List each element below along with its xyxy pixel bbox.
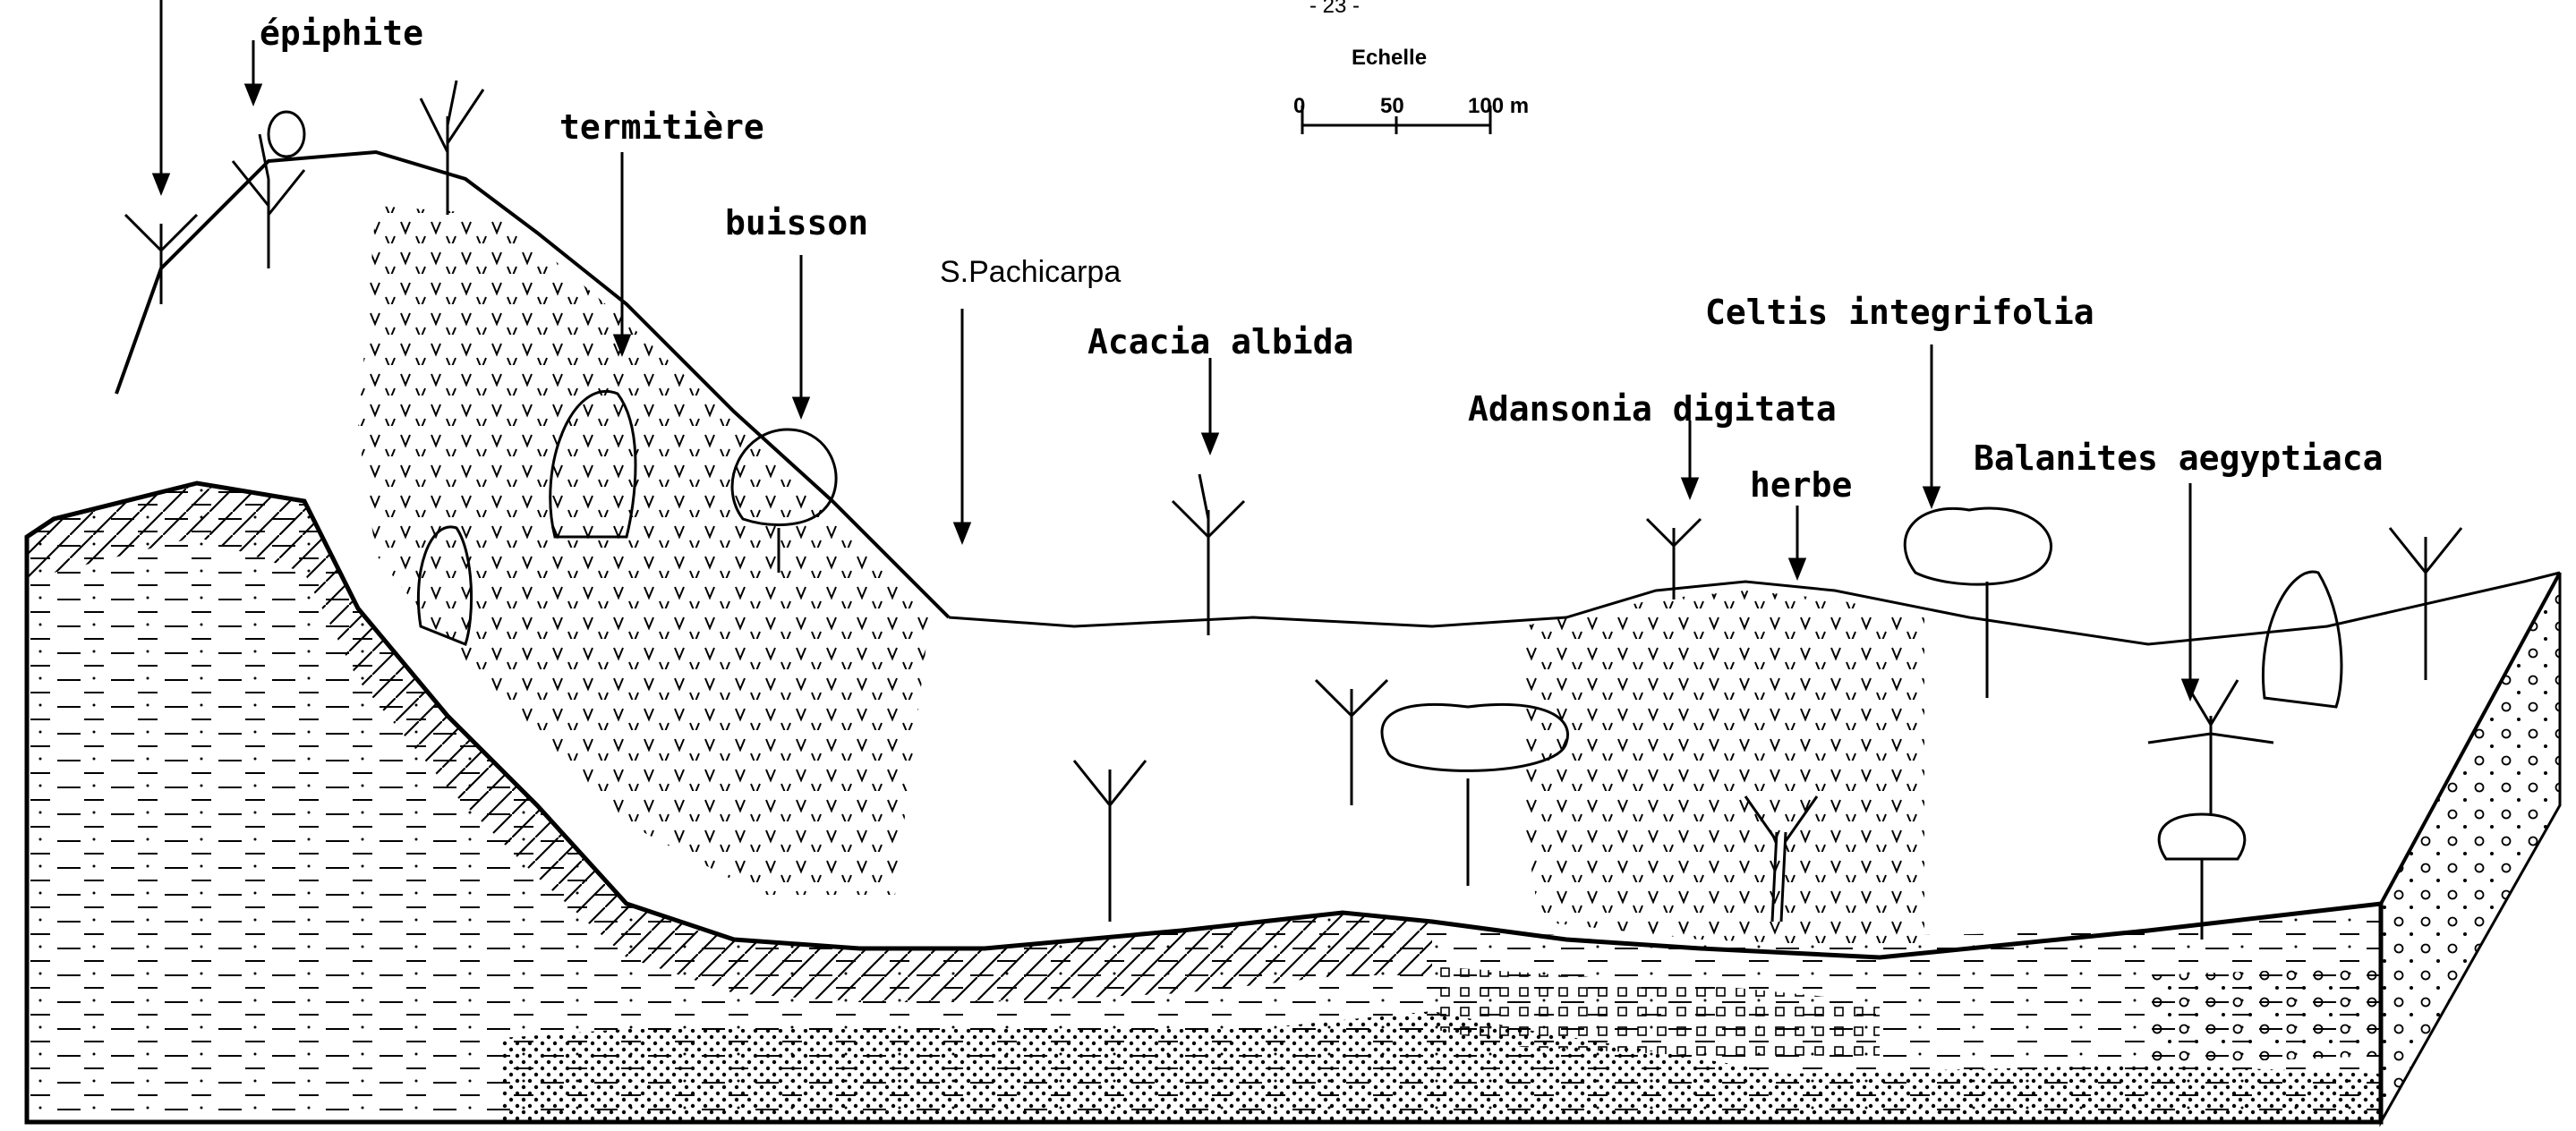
right-tall-tree	[2390, 528, 2461, 680]
page-number: - 23 -	[1309, 0, 1360, 18]
label-epiphyte: épiphite	[260, 13, 423, 53]
scale-title: Echelle	[1352, 46, 1427, 70]
right-termite-mound	[2263, 572, 2341, 707]
sandy-substrate	[27, 483, 2381, 1122]
v-grass-plain	[1522, 591, 1924, 948]
lateral-block-face	[2381, 573, 2560, 1122]
label-herb: herbe	[1750, 465, 1852, 505]
pebble-layer	[2148, 966, 2381, 1065]
label-balanites-aegyptiaca: Balanites aegyptiaca	[1974, 438, 2384, 478]
celtis-tree	[1905, 508, 2051, 698]
scale-tick-0: 0	[1293, 94, 1305, 118]
scale-tick-50: 50	[1380, 94, 1404, 118]
epiphyte-tree	[233, 112, 304, 268]
balanites-tree	[2148, 680, 2273, 814]
scale-tick-100: 100 m	[1468, 94, 1529, 118]
label-bush: buisson	[725, 203, 868, 242]
acacia-albida-tree	[1173, 474, 1244, 635]
dead-tree-hilltop	[421, 81, 483, 215]
label-s-pachicarpa: S.Pachicarpa	[940, 255, 1121, 289]
scale-bar: Echelle 0 50 100 m	[1293, 46, 1529, 134]
label-celtis-integrifolia: Celtis integrifolia	[1705, 293, 2094, 332]
label-acacia-albida: Acacia albida	[1088, 322, 1353, 361]
plain-tree-1	[1074, 761, 1146, 922]
shrub-left	[125, 215, 197, 304]
plain-tree-2	[1316, 680, 1387, 805]
label-termite-mound: termitière	[559, 107, 764, 147]
label-adansonia-digitata: Adansonia digitata	[1468, 389, 1837, 429]
